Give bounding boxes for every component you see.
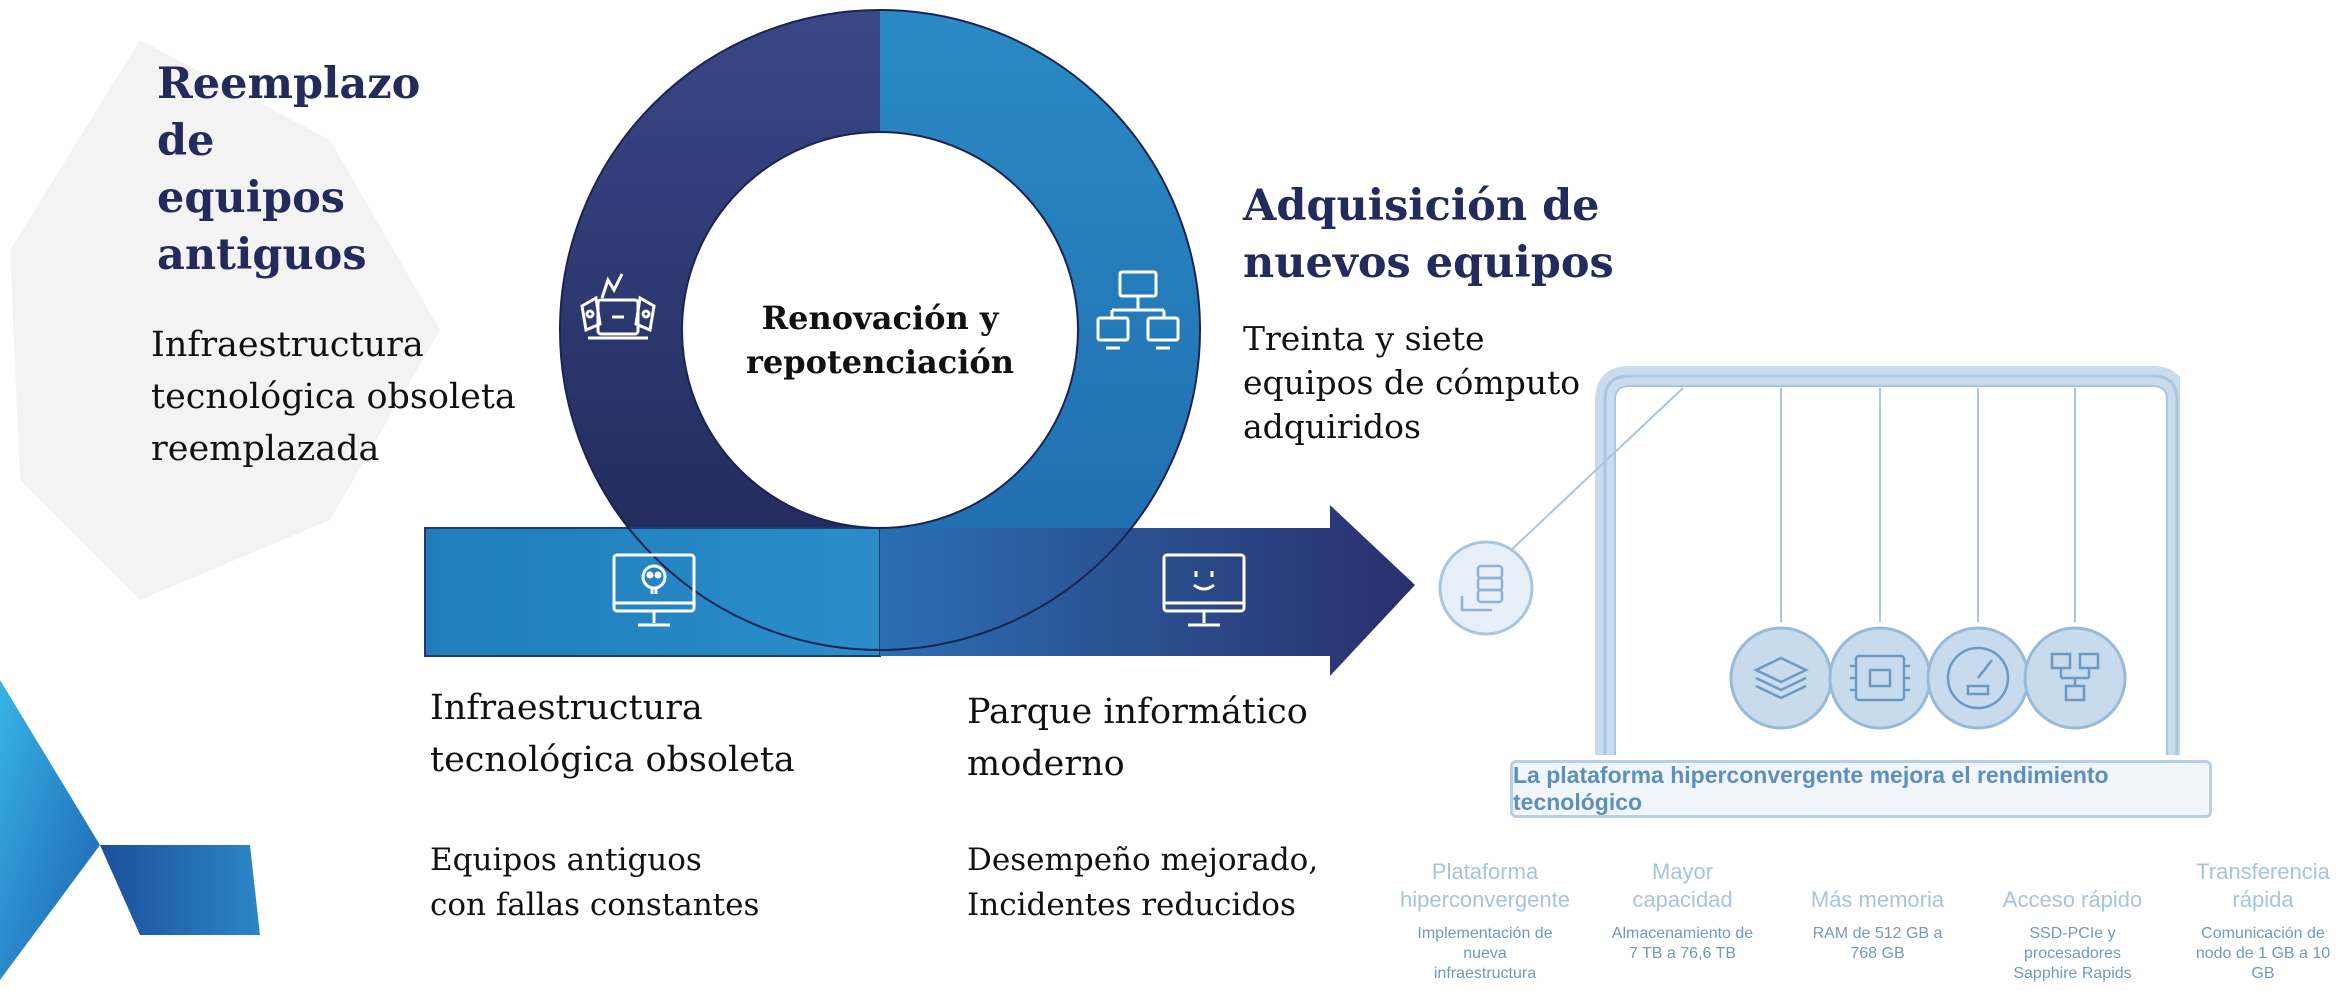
speedometer-icon (1926, 626, 2030, 730)
chip-icon (1828, 626, 1932, 730)
feature-description: Almacenamiento de 7 TB a 76,6 TB (1611, 925, 1754, 962)
layers-icon (1729, 626, 1833, 730)
renovation-diagram (424, 9, 1415, 676)
newtons-cradle-illustration (1438, 366, 2180, 755)
sad-monitor-icon (612, 553, 696, 627)
right-section-title: Adquisición de nuevos equipos (1243, 181, 1614, 288)
inner-circle (681, 131, 1079, 529)
bottom-left-subtitle: Equipos antiguos con fallas constantes (430, 842, 760, 923)
ring-left-half (560, 10, 880, 650)
ring-right-half (880, 10, 1200, 650)
progress-arrow (880, 505, 1415, 676)
left-section-description: Infraestructura tecnológica obsoleta ree… (151, 325, 516, 469)
bottom-right-title: Parque informático moderno (967, 692, 1308, 784)
left-section-title: Reemplazo de equipos antiguos (157, 59, 421, 280)
network-icon (1096, 270, 1180, 350)
feature-title: Más memoria (1810, 887, 1945, 912)
happy-monitor-icon (1162, 553, 1246, 627)
feature-description: RAM de 512 GB a 768 GB (1812, 925, 1943, 962)
feature-memory: Más memoria RAM de 512 GB a 768 GB (1790, 886, 1965, 964)
feature-title: Mayor capacidad (1632, 859, 1733, 912)
feature-description: Comunicación de nodo de 1 GB a 10 GB (2195, 925, 2331, 982)
broken-computer-icon (580, 273, 656, 340)
network-nodes-icon (2023, 626, 2127, 730)
feature-description: Implementación de nueva infraestructura (1417, 925, 1553, 982)
feature-capacity: Mayor capacidad Almacenamiento de 7 TB a… (1590, 858, 1775, 964)
feature-title: Acceso rápido (2002, 887, 2143, 912)
feature-description: SSD-PCIe y procesadores Sapphire Rapids (2013, 925, 2132, 982)
feature-access: Acceso rápido SSD-PCIe y procesadores Sa… (1985, 886, 2160, 984)
feature-transfer: Transferencia rápida Comunicación de nod… (2180, 858, 2346, 984)
feature-title: Plataforma hiperconvergente (1399, 859, 1570, 912)
watermark-emblem (10, 40, 440, 600)
bottom-right-subtitle: Desempeño mejorado, Incidentes reducidos (967, 842, 1319, 923)
server-icon (1438, 540, 1534, 636)
feature-platform: Plataforma hiperconvergente Implementaci… (1390, 858, 1580, 984)
right-section-description: Treinta y siete equipos de cómputo adqui… (1243, 319, 1581, 446)
platform-banner: La plataforma hiperconvergente mejora el… (1510, 760, 2212, 818)
bottom-left-title: Infraestructura tecnológica obsoleta (430, 688, 795, 780)
center-label: Renovación y repotenciación (746, 299, 1014, 381)
corner-triangle-dark (100, 845, 260, 935)
feature-title: Transferencia rápida (2196, 859, 2330, 912)
corner-triangle-light (0, 680, 100, 980)
